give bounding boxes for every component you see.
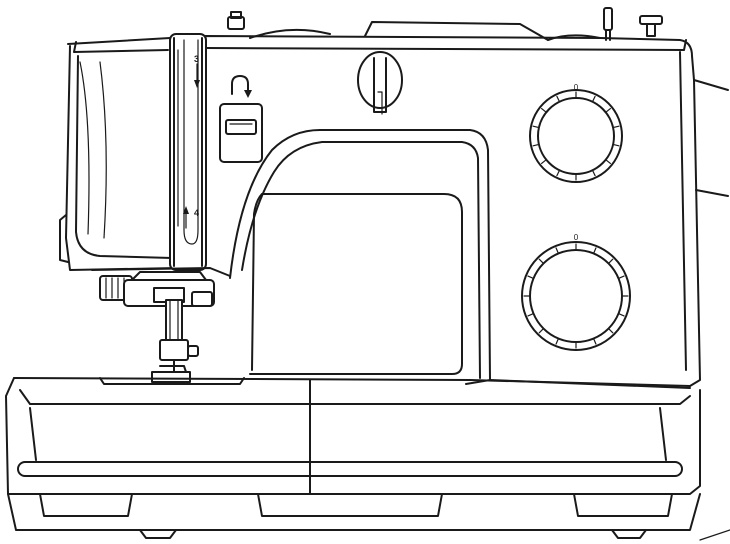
- needle-assembly: [99, 271, 215, 383]
- dial-notch: [591, 95, 596, 103]
- dial-notch: [538, 327, 545, 334]
- threading-arrow-down-icon: [194, 63, 200, 88]
- dial-notch: [540, 107, 547, 113]
- dial-notch: [527, 275, 535, 279]
- dial-notch: [612, 125, 620, 129]
- dial-notch: [532, 143, 540, 147]
- dial-notch: [612, 143, 620, 147]
- dial-notch: [591, 169, 596, 177]
- dial-notch: [527, 313, 535, 317]
- dial-notch: [555, 337, 559, 345]
- machine-base: [5, 377, 730, 541]
- stitch-length-dial-mark: 0: [574, 83, 579, 92]
- arm-throat: [229, 129, 491, 385]
- thread-guide-upper-number: 3: [194, 54, 199, 64]
- pattern-selector-dial[interactable]: 0: [521, 233, 631, 351]
- dial-notch: [617, 313, 625, 317]
- dial-notch: [532, 125, 540, 129]
- reverse-lever[interactable]: [219, 75, 263, 163]
- dial-notch: [556, 95, 561, 103]
- dial-notch: [605, 107, 612, 113]
- threading-arrow-up-icon: [183, 206, 189, 229]
- dial-notch: [605, 159, 612, 165]
- dial-notch: [593, 247, 597, 255]
- stitch-length-dial[interactable]: 0: [529, 83, 623, 183]
- dial-notch: [607, 327, 614, 334]
- reverse-stitch-arrow-icon: [231, 75, 252, 98]
- dial-notch: [538, 258, 545, 265]
- dial-notch: [555, 247, 559, 255]
- machine-body: [59, 33, 729, 387]
- dial-notch: [556, 169, 561, 177]
- top-controls: [227, 7, 663, 41]
- pattern-selector-dial-mark: 0: [574, 233, 579, 242]
- thread-guide-lower-number: 4: [194, 208, 199, 218]
- dial-notch: [593, 337, 597, 345]
- dial-notch: [607, 258, 614, 265]
- tension-dial[interactable]: [357, 51, 403, 115]
- thread-guide-markings: 3 4: [183, 54, 200, 229]
- dial-notch: [617, 275, 625, 279]
- dial-notch: [540, 159, 547, 165]
